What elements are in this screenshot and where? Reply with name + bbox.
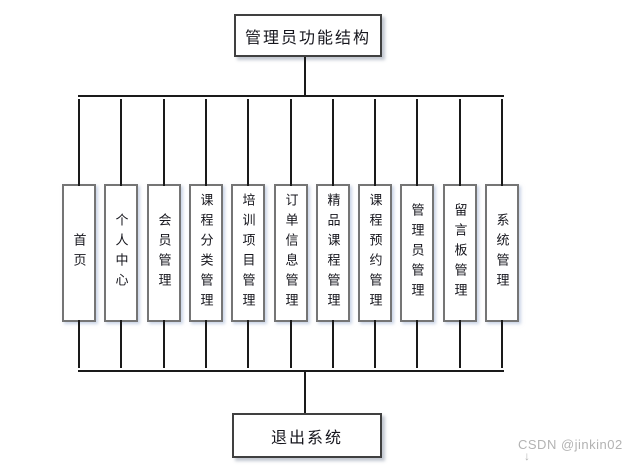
connector-bottom-bus	[78, 370, 504, 372]
function-box-admin-mgmt: 管理员管理	[400, 99, 434, 368]
function-box-label: 订单信息管理	[283, 193, 299, 313]
root-node-label: 管理员功能结构	[244, 29, 371, 47]
function-box-training-project-mgmt: 培训项目管理	[231, 99, 265, 368]
exit-node-label: 退出系统	[270, 429, 343, 447]
exit-node-box: 退出系统	[232, 413, 382, 458]
connector-top-bus	[78, 95, 504, 97]
function-box-label: 课程分类管理	[198, 193, 214, 313]
down-arrow-icon: ↓	[524, 449, 530, 463]
connector-exit-trunk	[304, 372, 306, 413]
function-box-label: 会员管理	[156, 213, 172, 293]
function-box-premium-course-mgmt: 精品课程管理	[316, 99, 350, 368]
function-box-label: 管理员管理	[409, 203, 425, 303]
function-box-course-booking-mgmt: 课程预约管理	[358, 99, 392, 368]
function-box-label: 留言板管理	[452, 203, 468, 303]
function-box-label: 个人中心	[113, 213, 129, 293]
function-box-label: 课程预约管理	[367, 193, 383, 313]
function-box-personal-center: 个人中心	[104, 99, 138, 368]
function-box-label: 精品课程管理	[325, 193, 341, 313]
function-box-member-mgmt: 会员管理	[147, 99, 181, 368]
function-box-message-board-mgmt: 留言板管理	[443, 99, 477, 368]
function-box-label: 首页	[71, 233, 87, 273]
function-box-order-info-mgmt: 订单信息管理	[274, 99, 308, 368]
function-box-system-mgmt: 系统管理	[485, 99, 519, 368]
function-box-label: 培训项目管理	[240, 193, 256, 313]
function-box-course-category-mgmt: 课程分类管理	[189, 99, 223, 368]
root-node-box: 管理员功能结构	[234, 14, 382, 57]
function-box-label: 系统管理	[494, 213, 510, 293]
csdn-watermark: CSDN @jinkin02	[518, 437, 623, 452]
function-box-home: 首页	[62, 99, 96, 368]
connector-root-trunk	[304, 57, 306, 95]
